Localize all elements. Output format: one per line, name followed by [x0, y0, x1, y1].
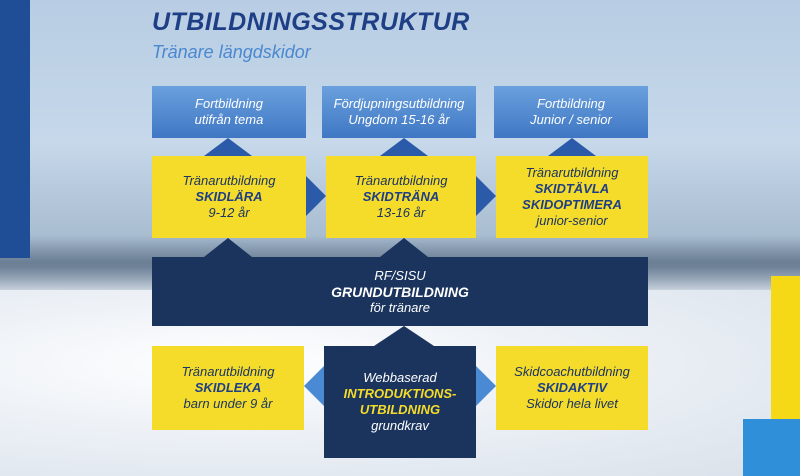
box-skidtavla: Tränarutbildning SKIDTÄVLA SKIDOPTIMERA … — [496, 156, 648, 238]
box-heading: GRUNDUTBILDNING — [331, 283, 469, 300]
box-line: Skidor hela livet — [526, 396, 618, 411]
box-heading: SKIDTRÄNA — [362, 189, 440, 204]
box-heading: INTRODUKTIONS- — [343, 386, 457, 401]
box-line: grundkrav — [371, 418, 429, 433]
box-line: Ungdom 15-16 år — [348, 112, 450, 127]
box-heading-2: UTBILDNING — [359, 402, 441, 417]
box-line: 13-16 år — [376, 205, 426, 220]
box-line: Tränarutbildning — [182, 173, 276, 188]
arrow-up-skidtrana — [380, 138, 428, 156]
box-heading: SKIDLÄRA — [195, 189, 263, 204]
box-line: Junior / senior — [530, 112, 612, 127]
box-line: 9-12 år — [208, 205, 250, 220]
box-heading: SKIDLEKA — [194, 380, 262, 395]
diagram-subtitle: Tränare längdskidor — [152, 42, 311, 62]
arrow-right-1 — [306, 176, 326, 216]
box-line: Fortbildning — [537, 96, 605, 111]
box-fortbildning-tema: Fortbildning utifrån tema — [152, 86, 306, 138]
arrow-up-bar-2 — [380, 238, 428, 257]
arrow-up-skidlara — [204, 138, 252, 156]
arrow-left-intro — [304, 366, 324, 406]
box-line: Fortbildning — [195, 96, 263, 111]
box-heading-2: SKIDOPTIMERA — [522, 197, 622, 212]
box-line: barn under 9 år — [183, 396, 273, 411]
box-line: Tränarutbildning — [525, 165, 619, 180]
box-introduktionsutbildning: Webbaserad INTRODUKTIONS- UTBILDNING gru… — [324, 346, 476, 458]
box-fortbildning-junior: Fortbildning Junior / senior — [494, 86, 648, 138]
box-skidleka: Tränarutbildning SKIDLEKA barn under 9 å… — [152, 346, 304, 430]
arrow-right-intro — [476, 366, 496, 406]
box-line: Webbaserad — [363, 370, 437, 385]
decorative-blue-bar-left — [0, 0, 30, 258]
box-skidtrana: Tränarutbildning SKIDTRÄNA 13-16 år — [326, 156, 476, 238]
box-skidlara: Tränarutbildning SKIDLÄRA 9-12 år — [152, 156, 306, 238]
box-line: junior-senior — [536, 213, 608, 228]
decorative-blue-square-right — [743, 419, 800, 476]
box-skidaktiv: Skidcoachutbildning SKIDAKTIV Skidor hel… — [496, 346, 648, 430]
box-line: RF/SISU — [374, 267, 426, 283]
box-grundutbildning: RF/SISU GRUNDUTBILDNING för tränare — [152, 257, 648, 326]
box-line: Skidcoachutbildning — [514, 364, 630, 379]
box-line: utifrån tema — [194, 112, 264, 127]
decorative-yellow-bar-right — [771, 276, 800, 419]
diagram-title: UTBILDNINGSSTRUKTUR — [152, 8, 470, 36]
box-line: Fördjupningsutbildning — [333, 96, 465, 111]
box-heading: SKIDTÄVLA — [534, 181, 610, 196]
arrow-up-bar-1 — [204, 238, 252, 257]
box-line: Tränarutbildning — [181, 364, 275, 379]
box-fordjupningsutbildning: Fördjupningsutbildning Ungdom 15-16 år — [322, 86, 476, 138]
box-line: Tränarutbildning — [354, 173, 448, 188]
arrow-right-2 — [476, 176, 496, 216]
box-heading: SKIDAKTIV — [536, 380, 608, 395]
arrow-up-intro — [374, 326, 434, 346]
box-line: för tränare — [370, 299, 430, 315]
arrow-up-skidtavla — [548, 138, 596, 156]
